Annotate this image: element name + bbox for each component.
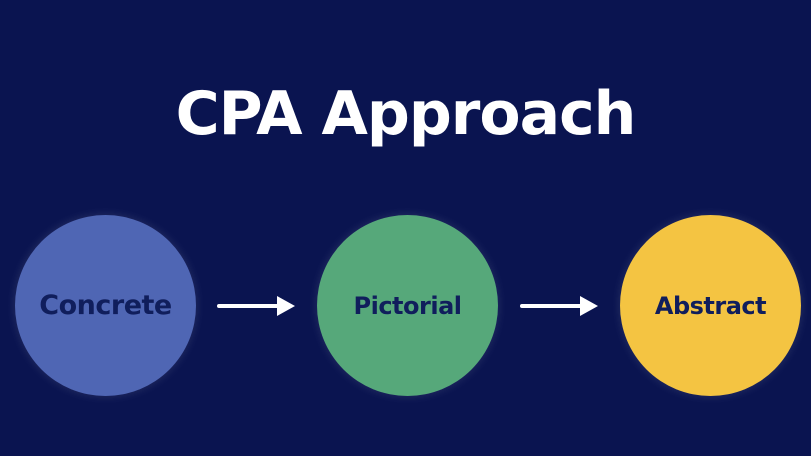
stage-label-abstract: Abstract <box>654 291 767 320</box>
right-arrow-icon <box>520 296 598 316</box>
stage-label-pictorial: Pictorial <box>353 291 463 320</box>
stage-label-concrete: Concrete <box>39 290 172 321</box>
right-arrow-icon <box>217 296 295 316</box>
stage-circle-pictorial: Pictorial <box>317 215 498 396</box>
stage-circle-abstract: Abstract <box>620 215 801 396</box>
slide-title: CPA Approach <box>175 79 637 149</box>
stage-circle-concrete: Concrete <box>15 215 196 396</box>
